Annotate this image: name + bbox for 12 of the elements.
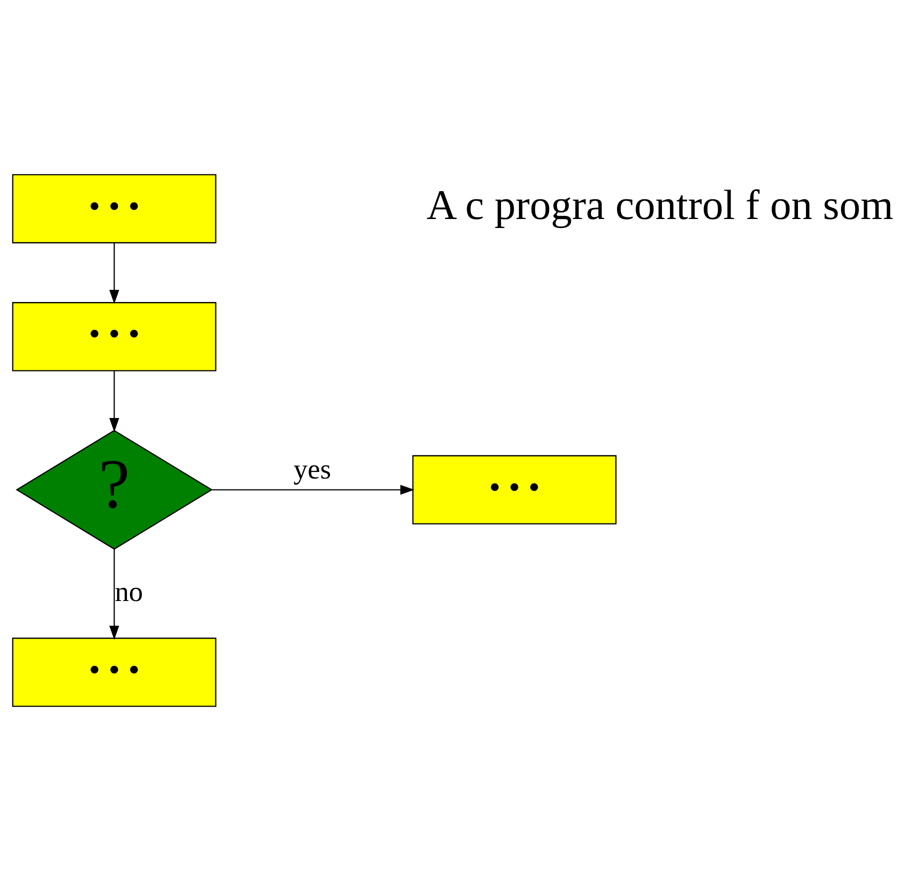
- arrow: [109, 549, 120, 640]
- node-diamond: ?: [16, 430, 213, 550]
- edge-label: no: [114, 576, 143, 608]
- arrow: [109, 242, 120, 304]
- arrow: [212, 484, 414, 495]
- node-box: • • •: [12, 302, 216, 372]
- arrow: [109, 370, 120, 432]
- node-box: • • •: [12, 174, 216, 244]
- label: A c progra control f on som: [426, 182, 894, 230]
- edge-label: yes: [294, 454, 332, 486]
- node-box: • • •: [12, 638, 216, 707]
- node-box: • • •: [412, 455, 617, 524]
